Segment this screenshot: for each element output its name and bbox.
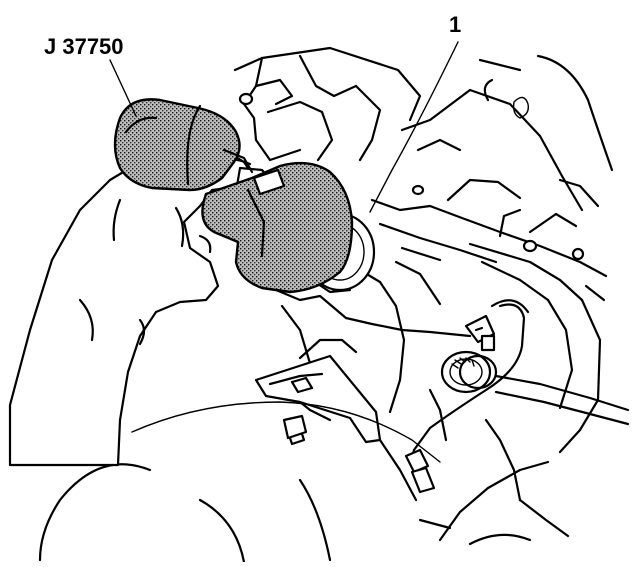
- transmission-housing: [233, 46, 614, 278]
- bolt: [282, 414, 308, 446]
- output-seal: [440, 350, 498, 394]
- leader-line-tool: [109, 59, 137, 117]
- bolt: [522, 239, 538, 253]
- tool-installer-head: [201, 161, 354, 294]
- bolts: [238, 92, 585, 446]
- leader-line-1: [369, 41, 459, 213]
- drive-shaft: [494, 374, 630, 426]
- leader-lines: [109, 41, 459, 213]
- tool-number-label: J 37750: [44, 34, 124, 59]
- side-cover: [438, 208, 606, 546]
- cable: [38, 401, 441, 564]
- tool-handle: [113, 98, 254, 192]
- bolt: [411, 184, 425, 196]
- mounting-bracket: [254, 354, 382, 444]
- wire-harness: [404, 299, 530, 494]
- bolt: [238, 92, 254, 106]
- callout-number-1: 1: [449, 12, 462, 37]
- bolt: [571, 247, 585, 261]
